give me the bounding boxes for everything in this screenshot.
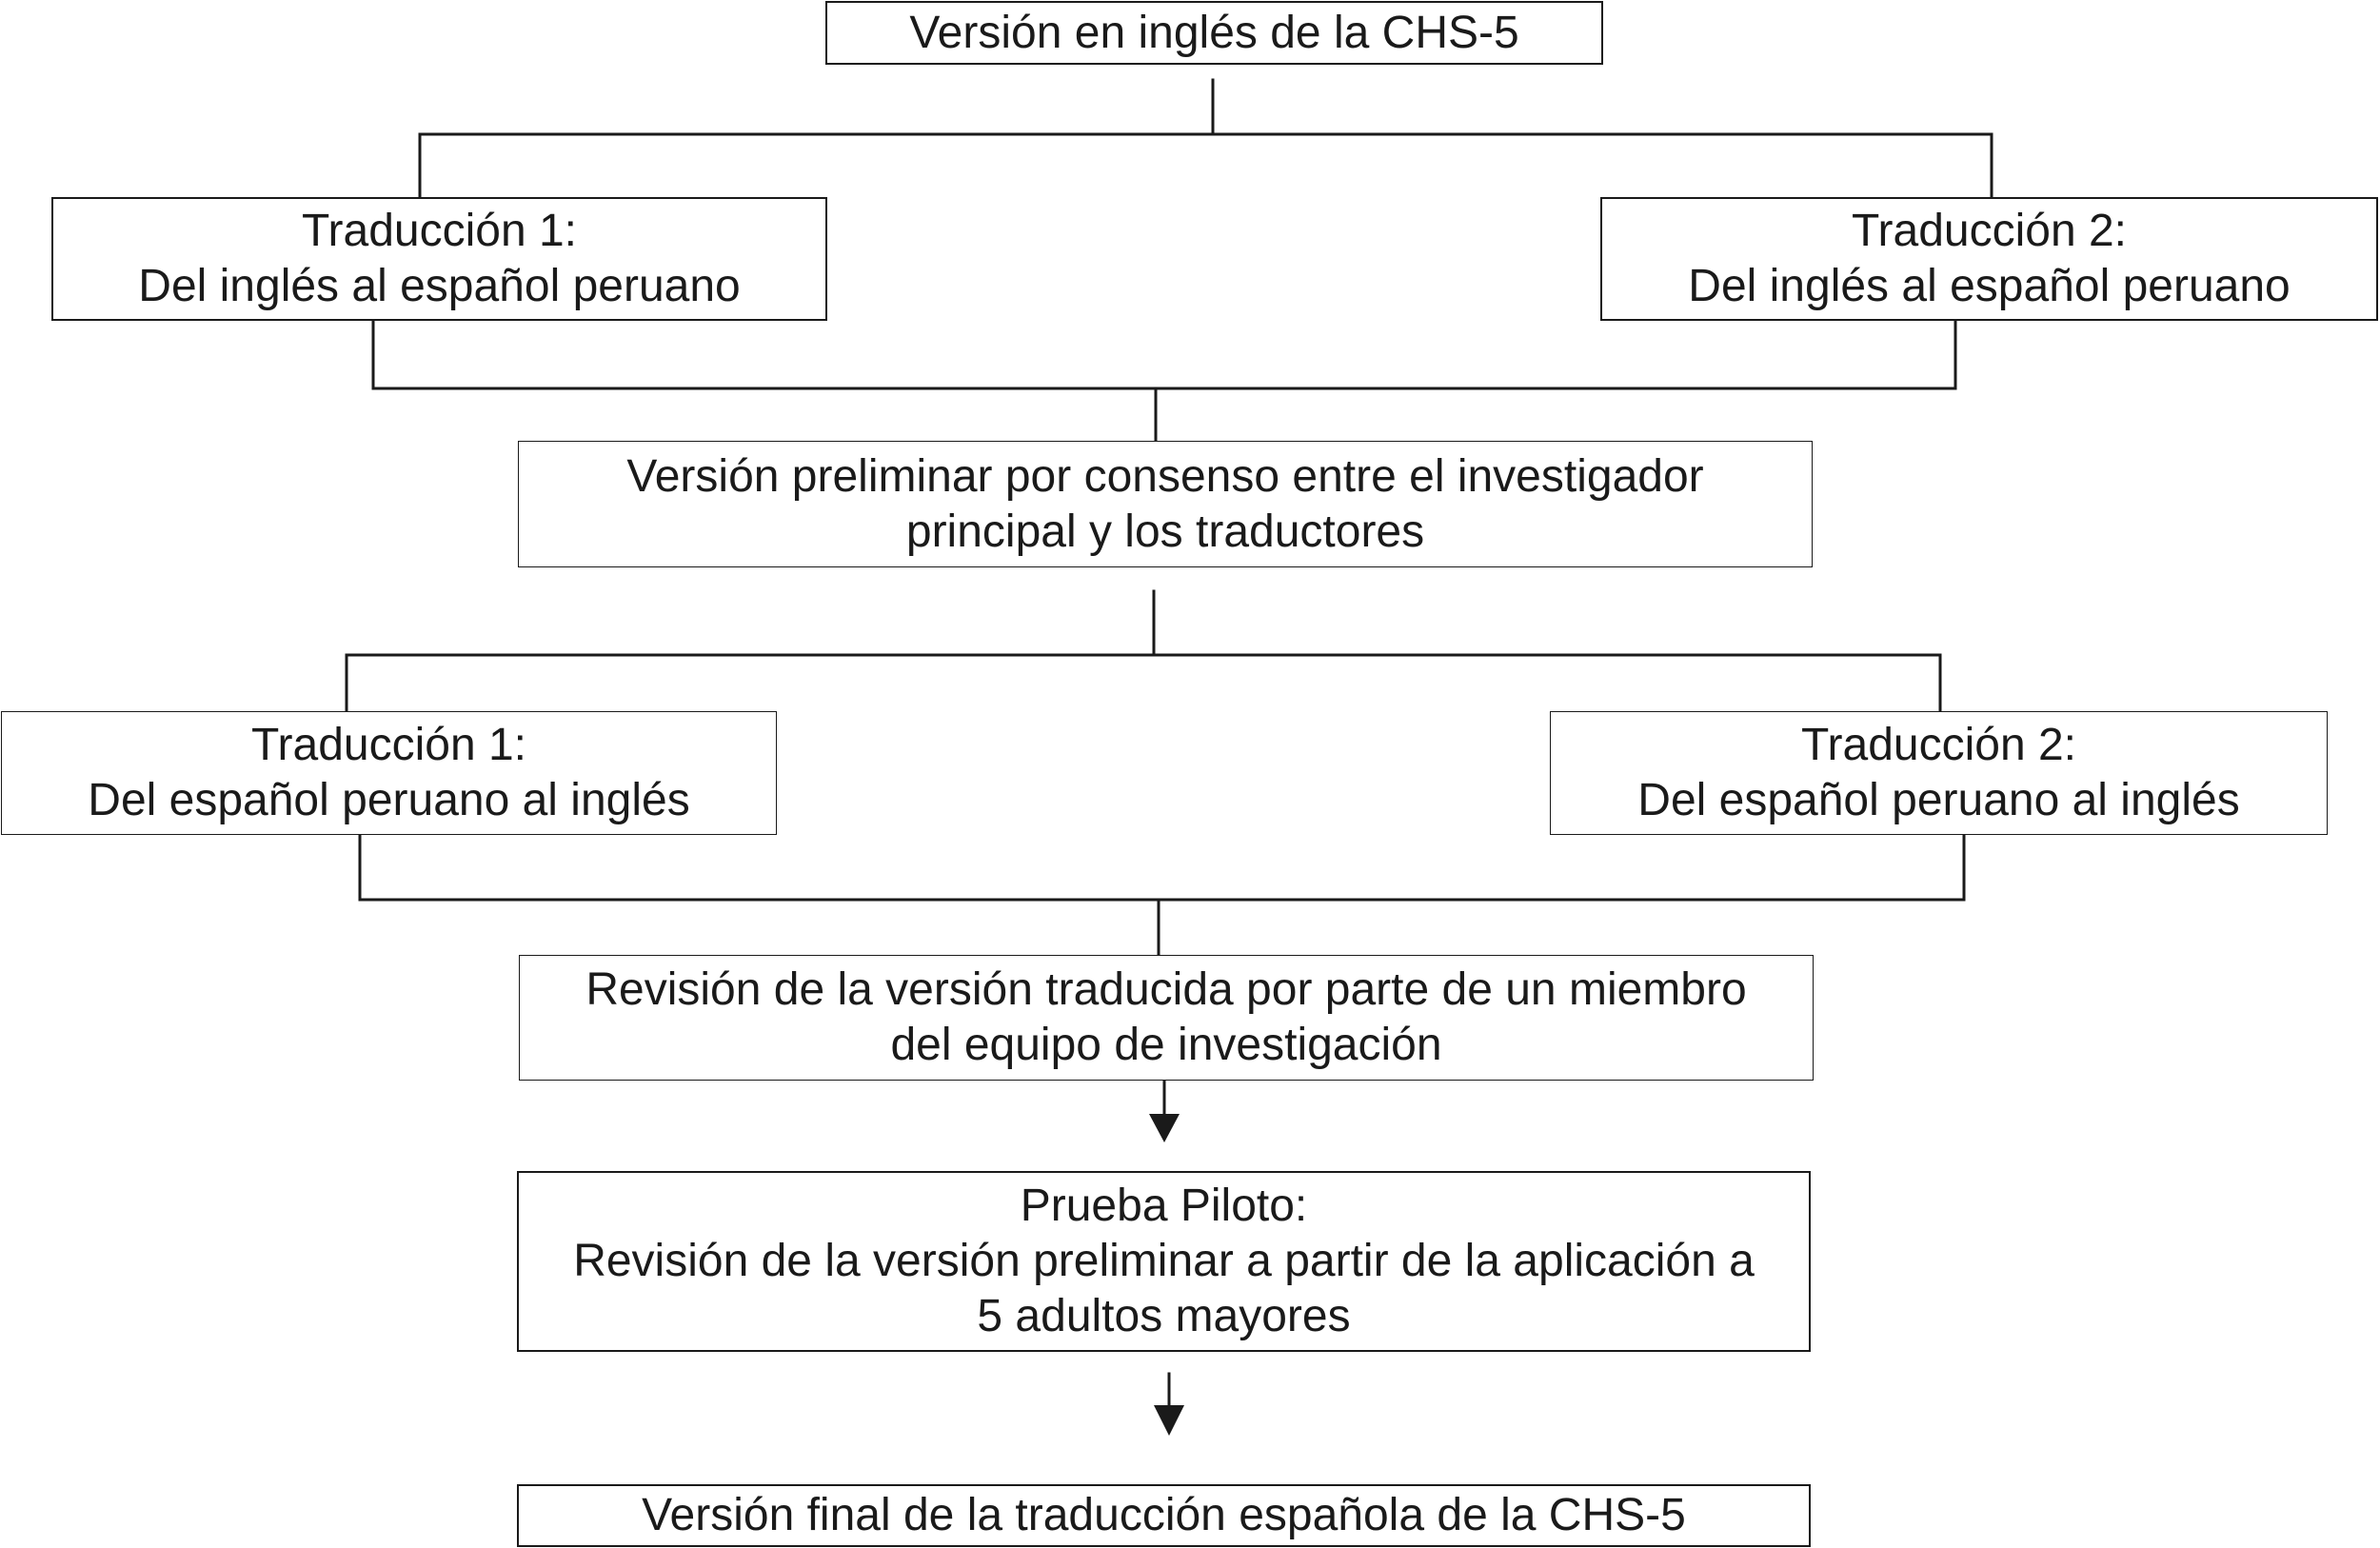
review-line-2: del equipo de investigación bbox=[890, 1020, 1442, 1070]
back-translation-1-description: Del español peruano al inglés bbox=[88, 775, 690, 825]
review-line-1: Revisión de la versión traducida por par… bbox=[585, 964, 1747, 1015]
back-translation-1-box: Traducción 1: Del español peruano al ing… bbox=[1, 711, 777, 835]
back-translation-1-title: Traducción 1: bbox=[250, 720, 527, 770]
source-version-text: Versión en inglés de la CHS-5 bbox=[909, 7, 1519, 58]
pilot-test-line-3: 5 adultos mayores bbox=[977, 1291, 1351, 1341]
forward-translation-1-box: Traducción 1: Del inglés al español peru… bbox=[51, 197, 827, 321]
pilot-test-title: Prueba Piloto: bbox=[1020, 1181, 1308, 1231]
final-version-text: Versión final de la traducción española … bbox=[642, 1490, 1686, 1540]
back-translation-2-box: Traducción 2: Del español peruano al ing… bbox=[1550, 711, 2328, 835]
arrow-head-pilot-to-final bbox=[1154, 1405, 1184, 1436]
pilot-test-line-2: Revisión de la versión preliminar a part… bbox=[573, 1236, 1755, 1286]
preliminary-version-line-1: Versión preliminar por consenso entre el… bbox=[626, 450, 1704, 502]
forward-translation-1-description: Del inglés al español peruano bbox=[138, 261, 741, 311]
forward-translation-2-description: Del inglés al español peruano bbox=[1688, 261, 2291, 311]
preliminary-version-box: Versión preliminar por consenso entre el… bbox=[518, 441, 1813, 567]
forward-translation-2-box: Traducción 2: Del inglés al español peru… bbox=[1600, 197, 2378, 321]
forward-translation-1-title: Traducción 1: bbox=[301, 206, 578, 256]
preliminary-version-line-2: principal y los traductores bbox=[905, 506, 1425, 557]
forward-translation-2-title: Traducción 2: bbox=[1851, 206, 2128, 256]
back-translation-2-title: Traducción 2: bbox=[1800, 720, 2077, 770]
source-version-box: Versión en inglés de la CHS-5 bbox=[825, 1, 1603, 65]
arrow-head-review-to-pilot bbox=[1149, 1114, 1180, 1142]
back-translation-2-description: Del español peruano al inglés bbox=[1637, 775, 2240, 825]
pilot-test-box: Prueba Piloto: Revisión de la versión pr… bbox=[517, 1171, 1811, 1352]
review-box: Revisión de la versión traducida por par… bbox=[519, 955, 1814, 1081]
final-version-box: Versión final de la traducción española … bbox=[517, 1484, 1811, 1547]
